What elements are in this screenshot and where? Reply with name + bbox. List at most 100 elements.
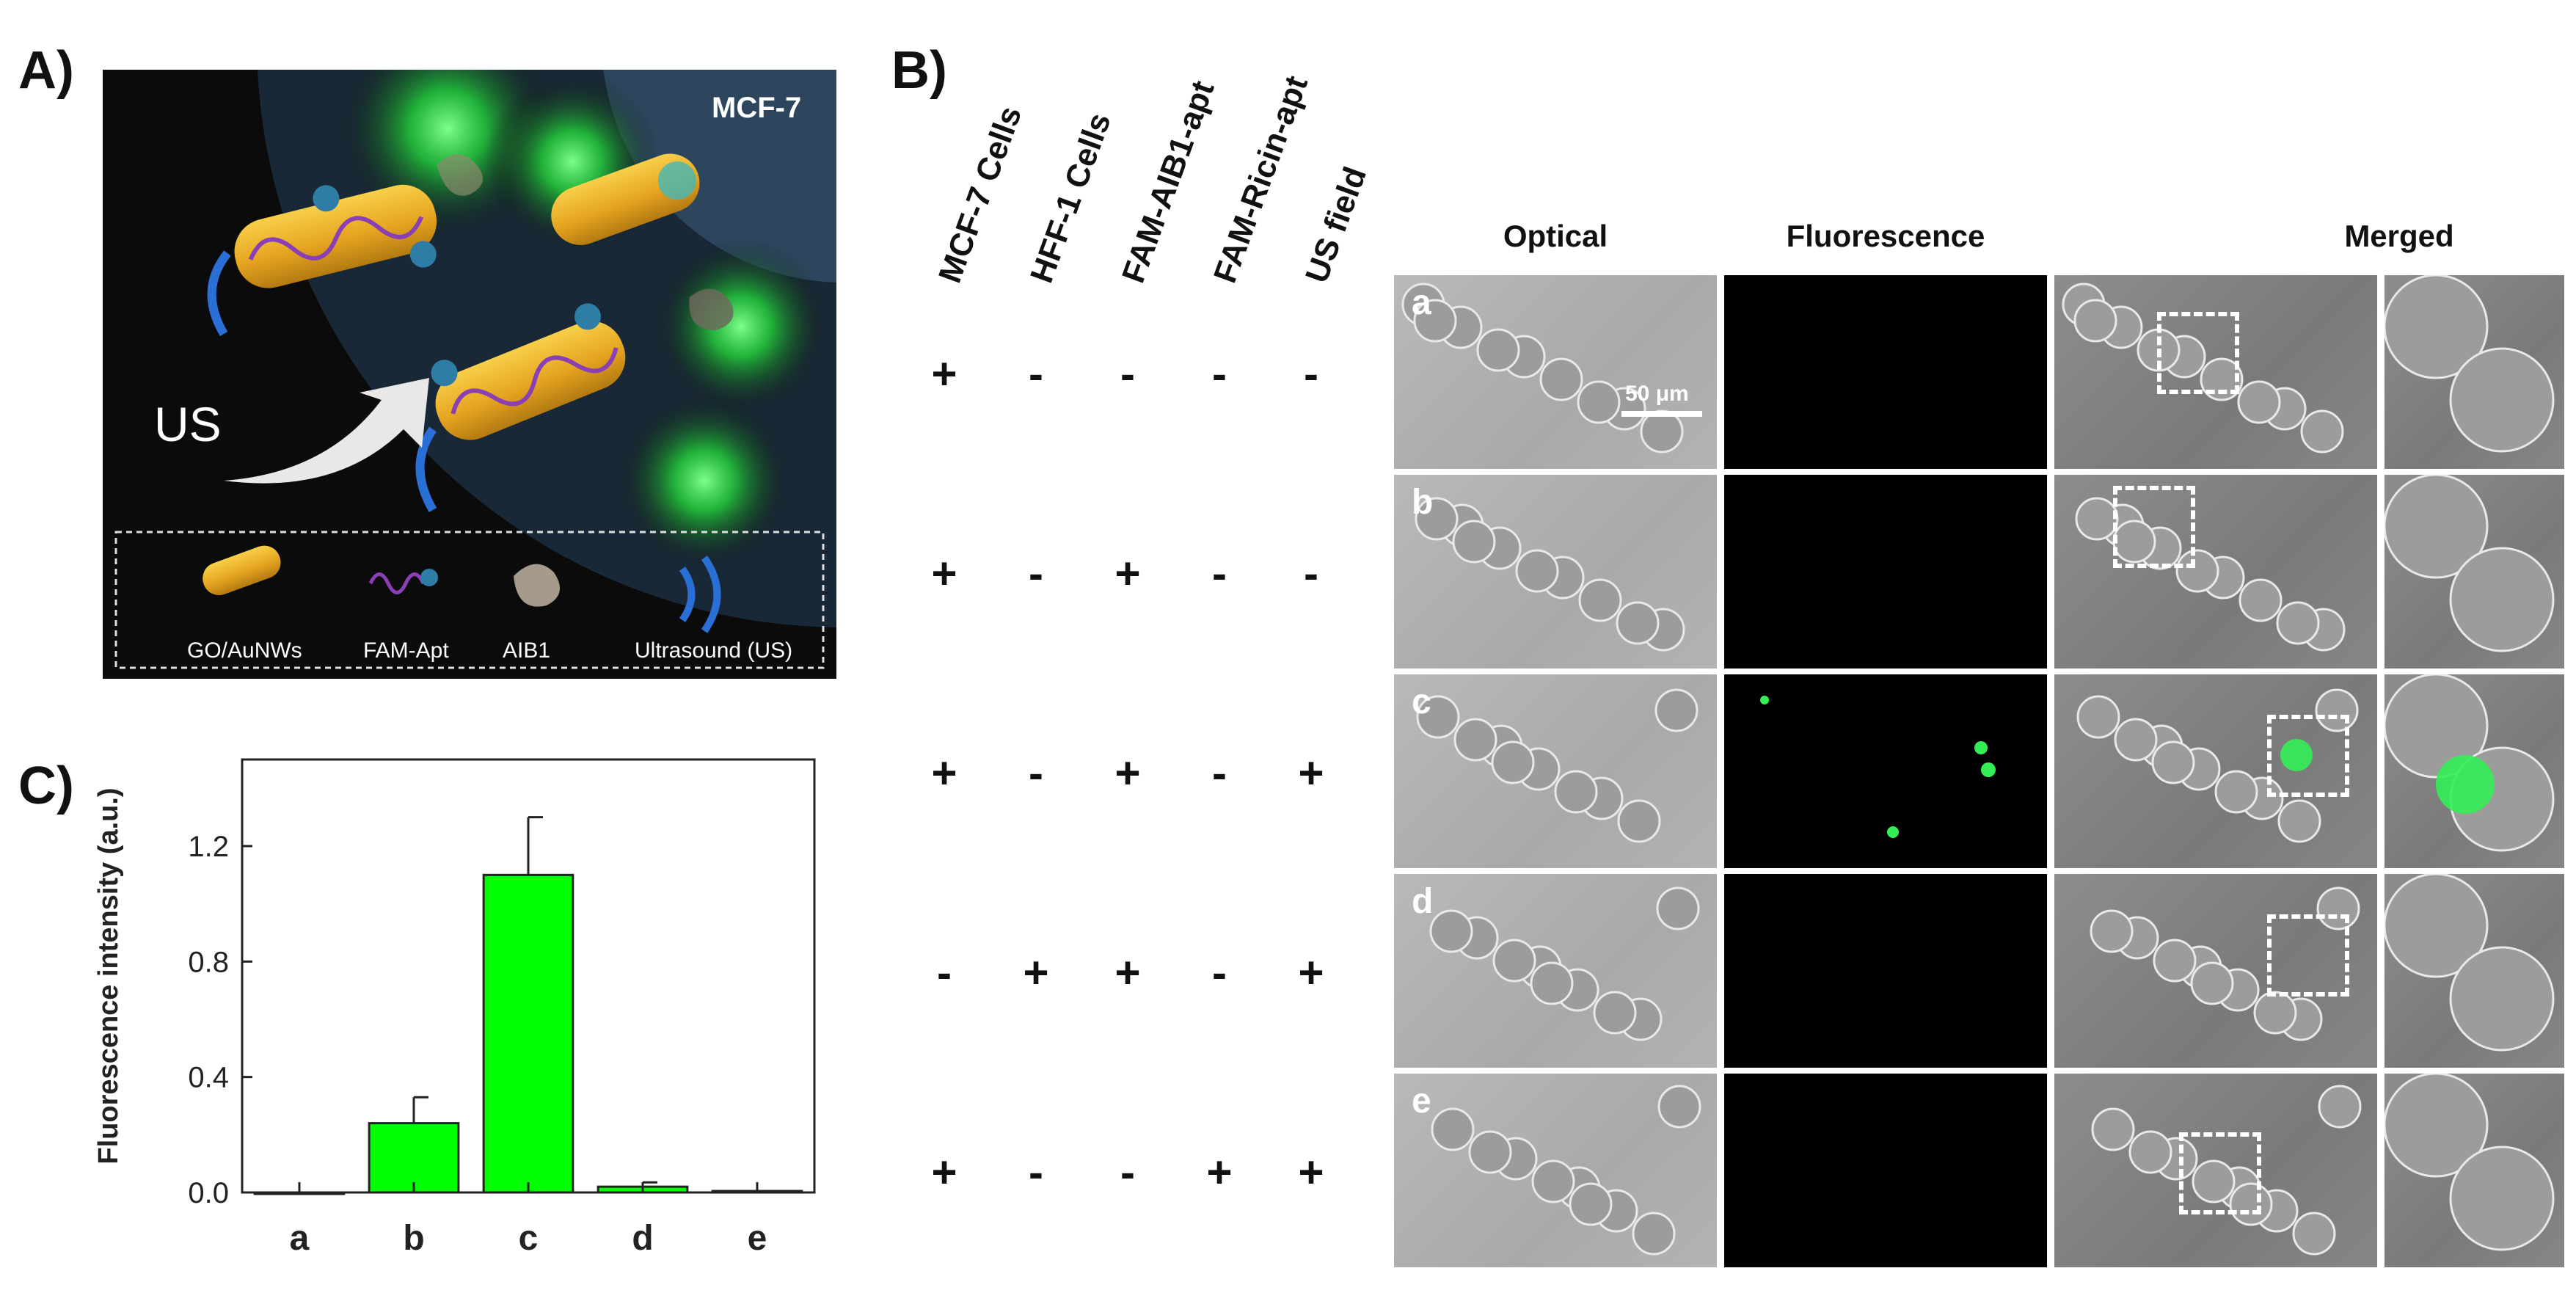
glow-4 bbox=[616, 393, 792, 569]
us-arc-1 bbox=[207, 250, 231, 337]
sign-row-a-col-2: - bbox=[1029, 349, 1043, 398]
panel-c-label: C) bbox=[18, 757, 74, 815]
legend-go-aunws: GO/AuNWs bbox=[187, 638, 302, 663]
title-optical: Optical bbox=[1503, 219, 1608, 253]
sign-row-c-col-5: + bbox=[1298, 748, 1324, 798]
fluorescence-image-row-a bbox=[1724, 275, 2047, 469]
row-label-d: d bbox=[1412, 882, 1434, 921]
zoom-region-box-e bbox=[2179, 1132, 2261, 1214]
sign-row-b-col-2: - bbox=[1029, 549, 1043, 598]
sign-row-d-col-3: + bbox=[1114, 948, 1141, 997]
optical-image-row-e: e bbox=[1394, 1074, 1717, 1267]
zoom-image-row-b bbox=[2385, 475, 2564, 669]
zoom-image-row-e bbox=[2385, 1074, 2564, 1267]
x-tick-label-c: c bbox=[519, 1219, 539, 1258]
sign-row-e-col-3: - bbox=[1120, 1148, 1135, 1197]
col-head-hff1: HFF-1 Cells bbox=[1024, 108, 1118, 288]
sign-row-b-col-4: - bbox=[1212, 549, 1227, 598]
scale-bar bbox=[1621, 411, 1702, 417]
nanowire-2 bbox=[551, 153, 700, 245]
y-axis-label: Fluorescence intensity (a.u.) bbox=[93, 787, 124, 1164]
row-label-c: c bbox=[1412, 682, 1431, 721]
col-head-ricin-apt: FAM-Ricin-apt bbox=[1207, 71, 1316, 288]
aib1-2 bbox=[689, 288, 734, 330]
panel-a-schematic: MCF-7 US GO/AuNWs FAM-Apt AIB1 Ultrasoun… bbox=[103, 70, 836, 679]
sign-row-a-col-4: - bbox=[1212, 349, 1227, 398]
merged-image-row-d bbox=[2054, 874, 2377, 1068]
zoom-region-box-a bbox=[2157, 312, 2239, 394]
legend-us-icon bbox=[679, 567, 696, 622]
legend-aib1-icon bbox=[514, 564, 560, 607]
bar-c bbox=[482, 873, 574, 1194]
nanowire-1 bbox=[234, 184, 437, 288]
x-tick-label-b: b bbox=[403, 1219, 424, 1258]
sign-row-e-col-5: + bbox=[1298, 1148, 1324, 1197]
sign-row-b-col-5: - bbox=[1304, 549, 1318, 598]
optical-image-row-a: a bbox=[1394, 275, 1717, 469]
sign-row-d-col-2: + bbox=[1023, 948, 1049, 997]
legend-box bbox=[114, 531, 825, 669]
zoom-region-box-d bbox=[2267, 914, 2349, 997]
col-head-mcf7: MCF-7 Cells bbox=[932, 101, 1029, 288]
fluorescence-image-row-d bbox=[1724, 874, 2047, 1068]
sign-row-d-col-1: - bbox=[937, 948, 952, 997]
sign-row-e-col-2: - bbox=[1029, 1148, 1043, 1197]
bar-b bbox=[368, 1122, 460, 1194]
row-label-a: a bbox=[1412, 283, 1431, 322]
sign-row-c-col-1: + bbox=[931, 748, 957, 798]
fluorescence-image-row-c bbox=[1724, 674, 2047, 868]
bar-a bbox=[253, 1191, 346, 1195]
merged-image-row-c bbox=[2054, 674, 2377, 868]
legend-nanowire-icon bbox=[202, 545, 281, 596]
fluorescence-image-row-e bbox=[1724, 1074, 2047, 1267]
sign-row-e-col-1: + bbox=[931, 1148, 957, 1197]
optical-image-row-c: c bbox=[1394, 674, 1717, 868]
zoom-image-row-a bbox=[2385, 275, 2564, 469]
merged-image-row-b bbox=[2054, 475, 2377, 669]
legend-fam-apt: FAM-Apt bbox=[363, 638, 449, 663]
zoom-image-row-c bbox=[2385, 674, 2564, 868]
panel-a-label: A) bbox=[18, 41, 74, 100]
y-tick-label: 1.2 bbox=[188, 831, 229, 863]
us-arrow bbox=[224, 378, 429, 484]
y-tick-label: 0.4 bbox=[188, 1062, 229, 1094]
sign-row-c-col-2: - bbox=[1029, 748, 1043, 798]
panel-b-label: B) bbox=[891, 41, 947, 100]
zoom-region-box-b bbox=[2113, 486, 2195, 568]
sign-row-d-col-5: + bbox=[1298, 948, 1324, 997]
sign-row-e-col-4: + bbox=[1206, 1148, 1233, 1197]
schematic-illustration bbox=[114, 70, 836, 669]
title-merged: Merged bbox=[2344, 219, 2454, 253]
sign-row-a-col-1: + bbox=[931, 349, 957, 398]
col-head-us-field: US field bbox=[1299, 162, 1374, 288]
cell-line-label: MCF-7 bbox=[712, 92, 802, 124]
scale-bar-label: 50 μm bbox=[1625, 382, 1689, 406]
merged-image-row-e bbox=[2054, 1074, 2377, 1267]
x-tick-label-d: d bbox=[632, 1219, 653, 1258]
zoom-image-row-d bbox=[2385, 874, 2564, 1068]
sign-row-d-col-4: - bbox=[1212, 948, 1227, 997]
sign-row-b-col-3: + bbox=[1114, 549, 1141, 598]
sign-row-a-col-5: - bbox=[1304, 349, 1318, 398]
y-tick-label: 0.8 bbox=[188, 946, 229, 978]
optical-image-row-b: b bbox=[1394, 475, 1717, 669]
us-arc-2 bbox=[415, 426, 437, 513]
x-tick-label-a: a bbox=[290, 1219, 310, 1258]
optical-image-row-d: d bbox=[1394, 874, 1717, 1068]
zoom-region-box-c bbox=[2267, 715, 2349, 797]
fluorescence-image-row-b bbox=[1724, 475, 2047, 669]
x-tick-label-e: e bbox=[748, 1219, 767, 1258]
sign-row-c-col-3: + bbox=[1114, 748, 1141, 798]
col-head-aib1-apt: FAM-AIB1-apt bbox=[1115, 76, 1222, 288]
legend-aib1: AIB1 bbox=[503, 638, 551, 663]
row-label-e: e bbox=[1412, 1082, 1431, 1121]
title-fluorescence: Fluorescence bbox=[1786, 219, 1985, 253]
sign-row-a-col-3: - bbox=[1120, 349, 1135, 398]
legend-apt-icon bbox=[368, 572, 426, 594]
sign-row-b-col-1: + bbox=[931, 549, 957, 598]
nanowire-3 bbox=[431, 303, 626, 440]
ultrasound-label: US bbox=[154, 397, 222, 451]
nucleus-region bbox=[603, 70, 836, 283]
row-label-b: b bbox=[1412, 483, 1434, 522]
